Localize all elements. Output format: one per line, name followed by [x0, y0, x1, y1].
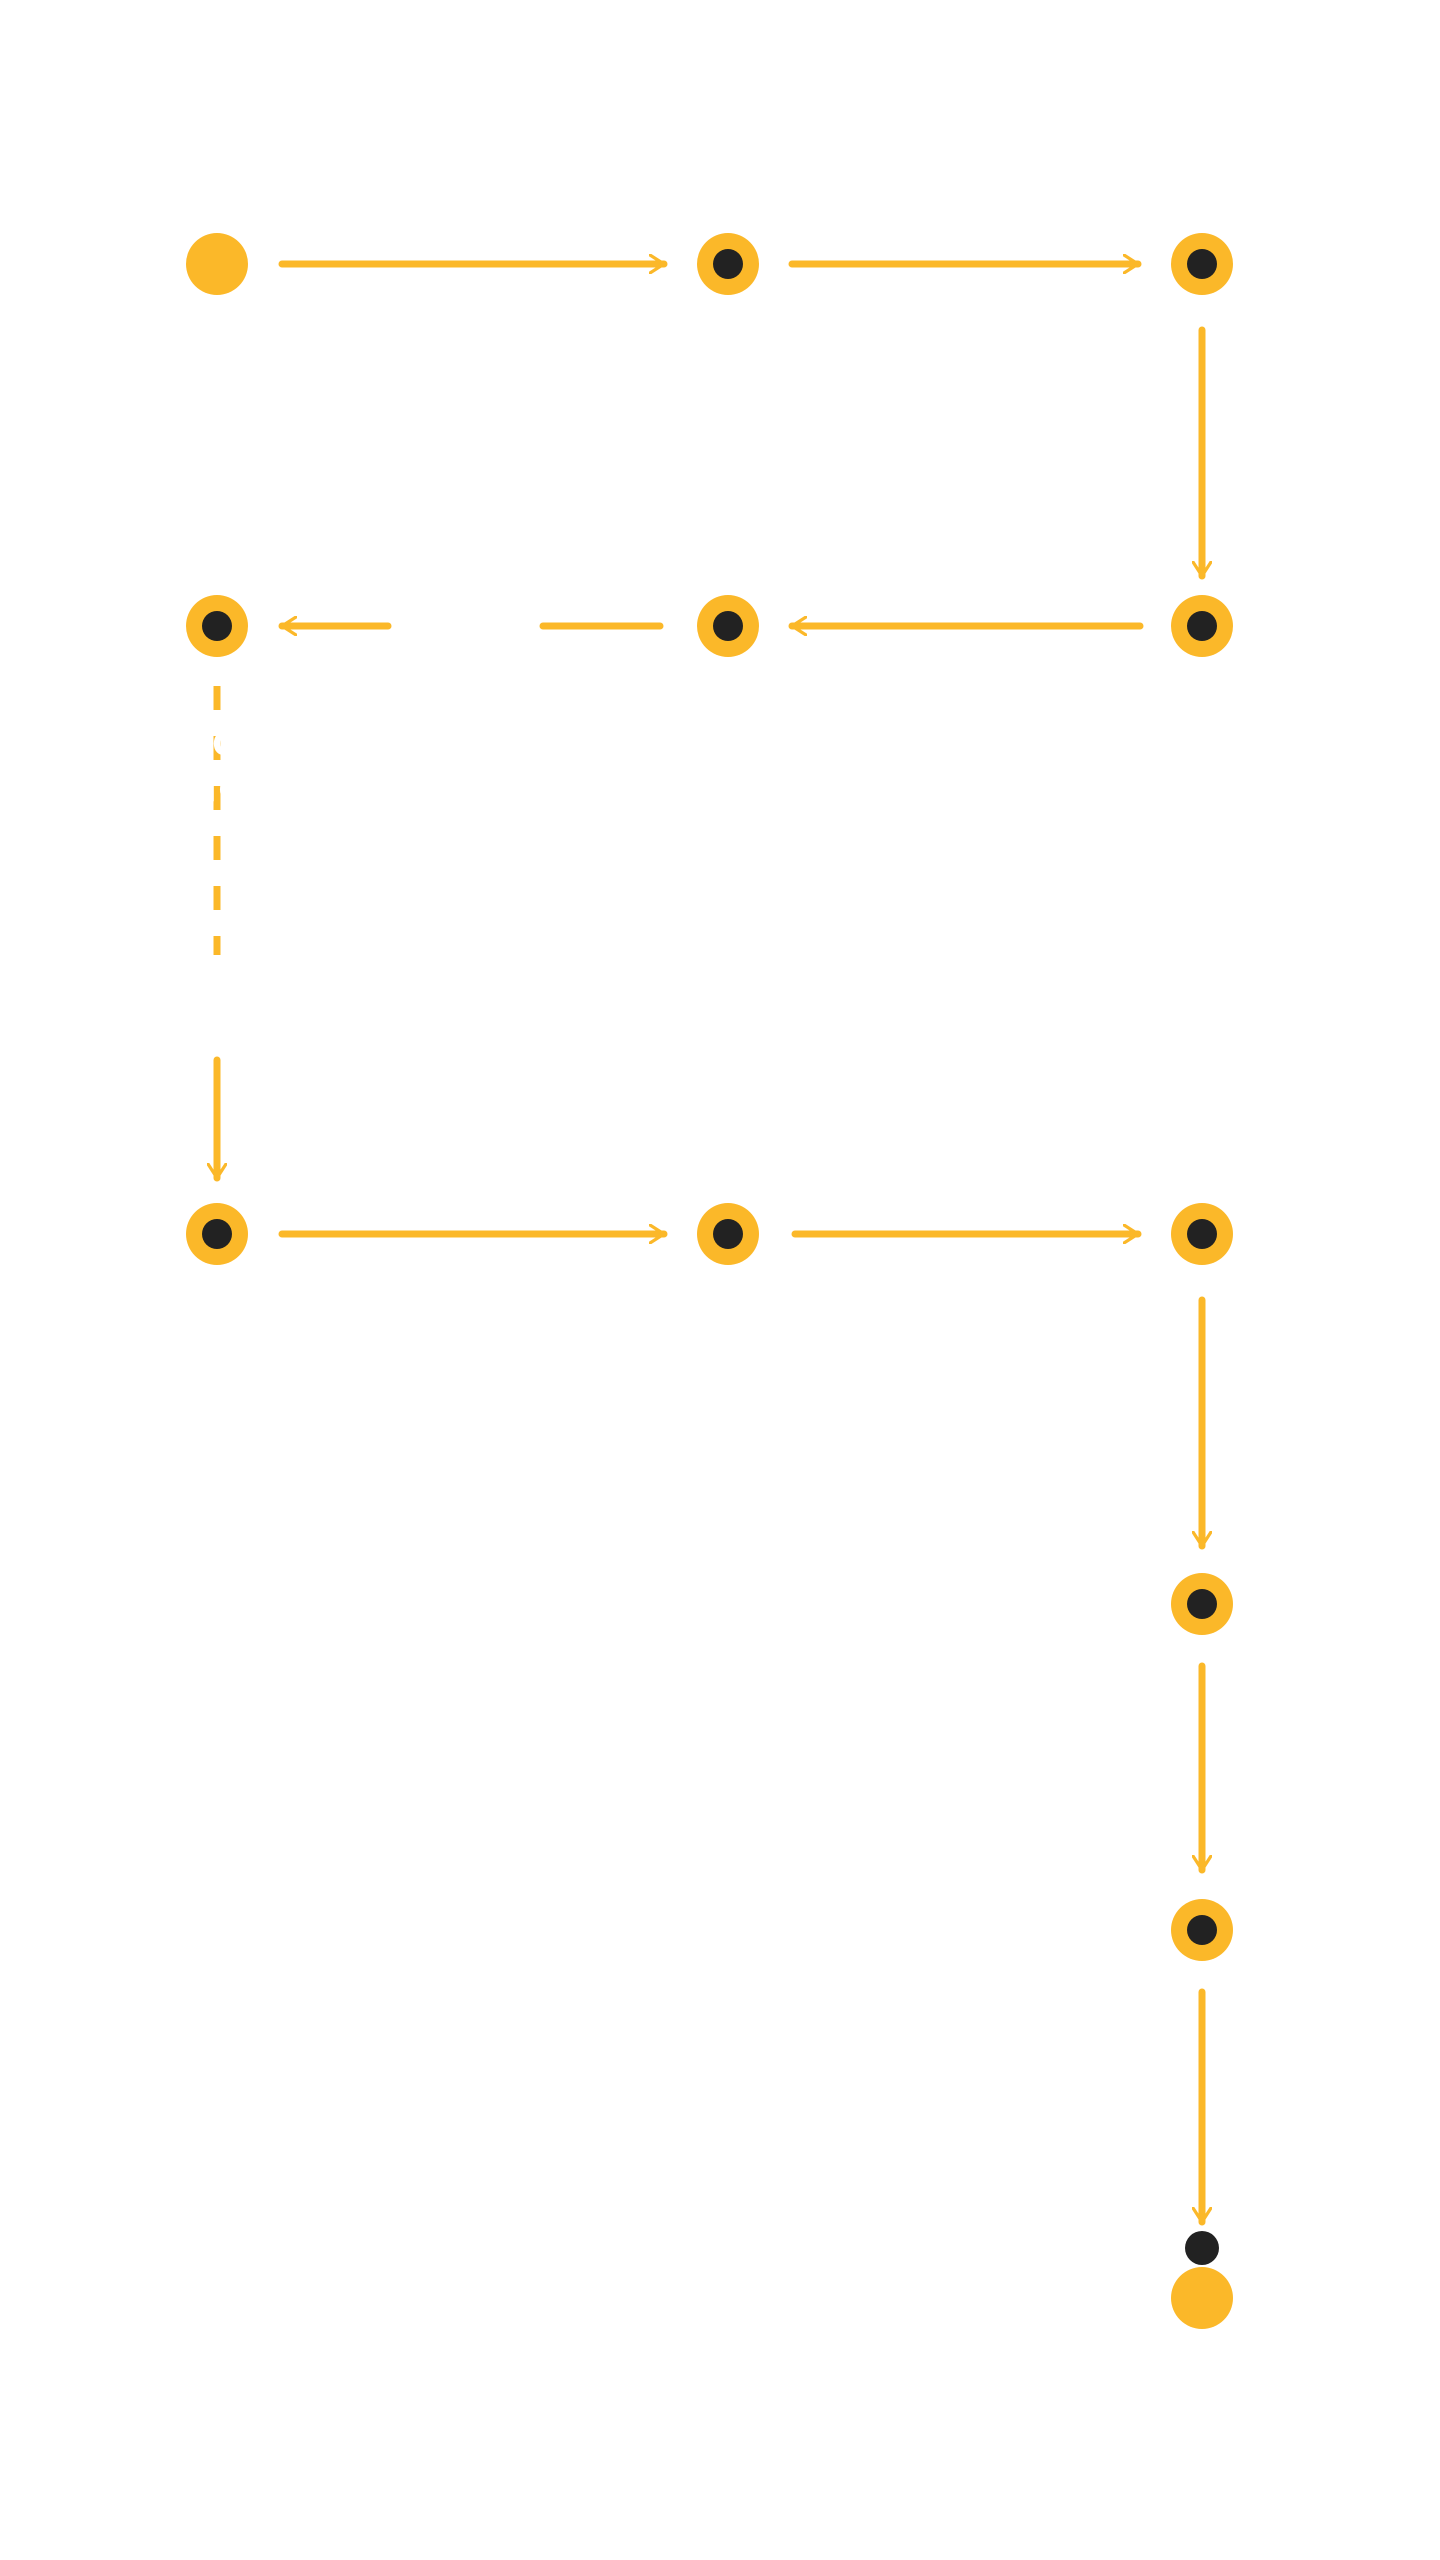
- node-label-fotografo: Fotógrafo e Videomaker: [94, 1282, 344, 1377]
- node-label-pos-bigdata: Pós-graduação em Big Data, Learn AI e Ma…: [560, 2206, 1014, 2347]
- milestone-dot-icon: [1171, 1899, 1233, 1961]
- node-label-tecnico: Técnico em Marketing: [95, 116, 339, 211]
- milestone-dot-icon: [697, 1203, 759, 1265]
- label-art-designer: Art designer: [87, 844, 347, 893]
- milestone-dot-icon: [1171, 1573, 1233, 1635]
- milestone-dot-icon: [186, 1203, 248, 1265]
- node-label-graduacao: Graduação em Administração (UFRJ): [575, 76, 881, 217]
- node-label-pos-estrategica: Pós-graduação em Gestão Estratégica: [1088, 674, 1326, 861]
- milestone-dot-icon: [186, 595, 248, 657]
- node-label-pos-neuro: Pós-graduação em Neuromarketing: [560, 1868, 974, 1963]
- label-ceo: CEO: [418, 600, 514, 649]
- label-agencia: Agência de Mkt: [348, 646, 584, 741]
- end-dot-icon: [1171, 2231, 1233, 2329]
- node-label-mentor: Mentor em Marketing e Gestão: [1090, 1028, 1314, 1169]
- milestone-dot-icon: [1171, 233, 1233, 295]
- milestone-dot-icon: [697, 595, 759, 657]
- node-label-gestor-conteudo: Gestor de Conteúdo: [109, 478, 315, 573]
- start-dot-icon: [186, 233, 248, 295]
- node-label-pos-educacional: Pós-graduação em Gestão Educacional: [560, 1542, 1057, 1637]
- milestone-dot-icon: [1171, 1203, 1233, 1265]
- node-label-pos-marketing: Pós-graduação em Gestão de Marketing (UF…: [545, 1284, 911, 1425]
- milestone-dot-icon: [697, 233, 759, 295]
- node-label-consultor: Consultor de Negócios e Marketing: [487, 478, 969, 573]
- node-label-gestor-financeiro: Gestor Financeiro e Administrativo: [1047, 76, 1357, 217]
- milestone-dot-icon: [1171, 595, 1233, 657]
- label-desenvolvedor: Desenvolvedor de sites: [59, 954, 375, 1049]
- label-gestor-trafego: Gestor de Tráfego: [114, 716, 320, 811]
